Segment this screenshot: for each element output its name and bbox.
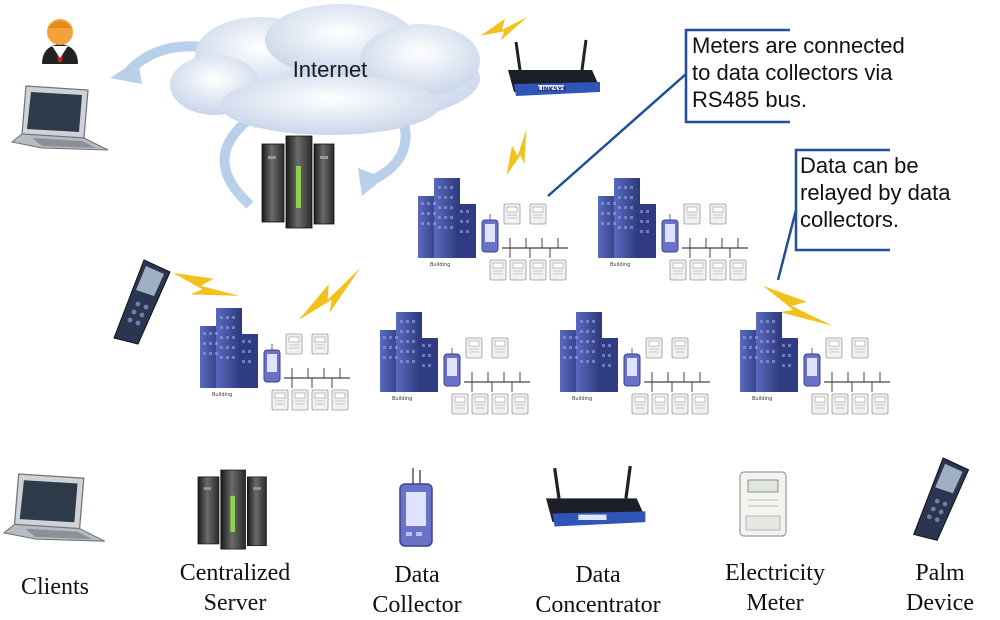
cloud-label: Internet <box>293 57 368 82</box>
electricity-meter-icon <box>739 471 787 537</box>
legend-label-electricity-meter: Electricity Meter <box>725 560 825 616</box>
router-icon <box>544 464 647 529</box>
lightning-bolt-icon <box>498 126 541 180</box>
legend-label-data-concentrator: Data Concentrator <box>535 562 661 618</box>
building-caption: Building <box>212 392 232 398</box>
building-caption: Building <box>610 262 630 268</box>
building-caption: Building <box>572 396 592 402</box>
laptop-icon <box>3 473 106 542</box>
palm-device-icon <box>113 259 171 345</box>
user-avatar-icon <box>42 19 78 64</box>
data-concentrator-router-icon: LINKSYS <box>506 38 602 98</box>
callout-meters-text: Meters are connected to data collectors … <box>692 33 905 112</box>
server-icon <box>197 469 267 550</box>
lightning-bolt-icon <box>292 264 372 330</box>
building-caption: Building <box>392 396 412 402</box>
centralized-server-icon <box>261 135 335 229</box>
palm-device-icon <box>913 457 970 541</box>
legend-label-data-collector: Data Collector <box>372 562 462 618</box>
legend-label-clients: Clients <box>20 574 89 600</box>
building-caption: Building <box>752 396 772 402</box>
data-collector-icon <box>399 468 433 547</box>
lightning-bolt-icon <box>478 13 532 46</box>
callout-relay-connector <box>776 148 890 281</box>
arrow-server-to-cloud <box>219 116 254 209</box>
legend-label-palm-device: Palm Device <box>906 560 974 616</box>
legend-label-centralized-server: Centralized Server <box>179 560 291 616</box>
internet-cloud-icon <box>170 4 480 135</box>
callout-meters-connector <box>547 28 790 197</box>
router-brand-label: LINKSYS <box>538 86 567 93</box>
callout-relay-text: Data can be relayed by data collectors. <box>800 153 951 232</box>
client-laptop-icon <box>11 85 109 151</box>
building-caption: Building <box>430 262 450 268</box>
lightning-bolt-icon <box>167 262 242 314</box>
